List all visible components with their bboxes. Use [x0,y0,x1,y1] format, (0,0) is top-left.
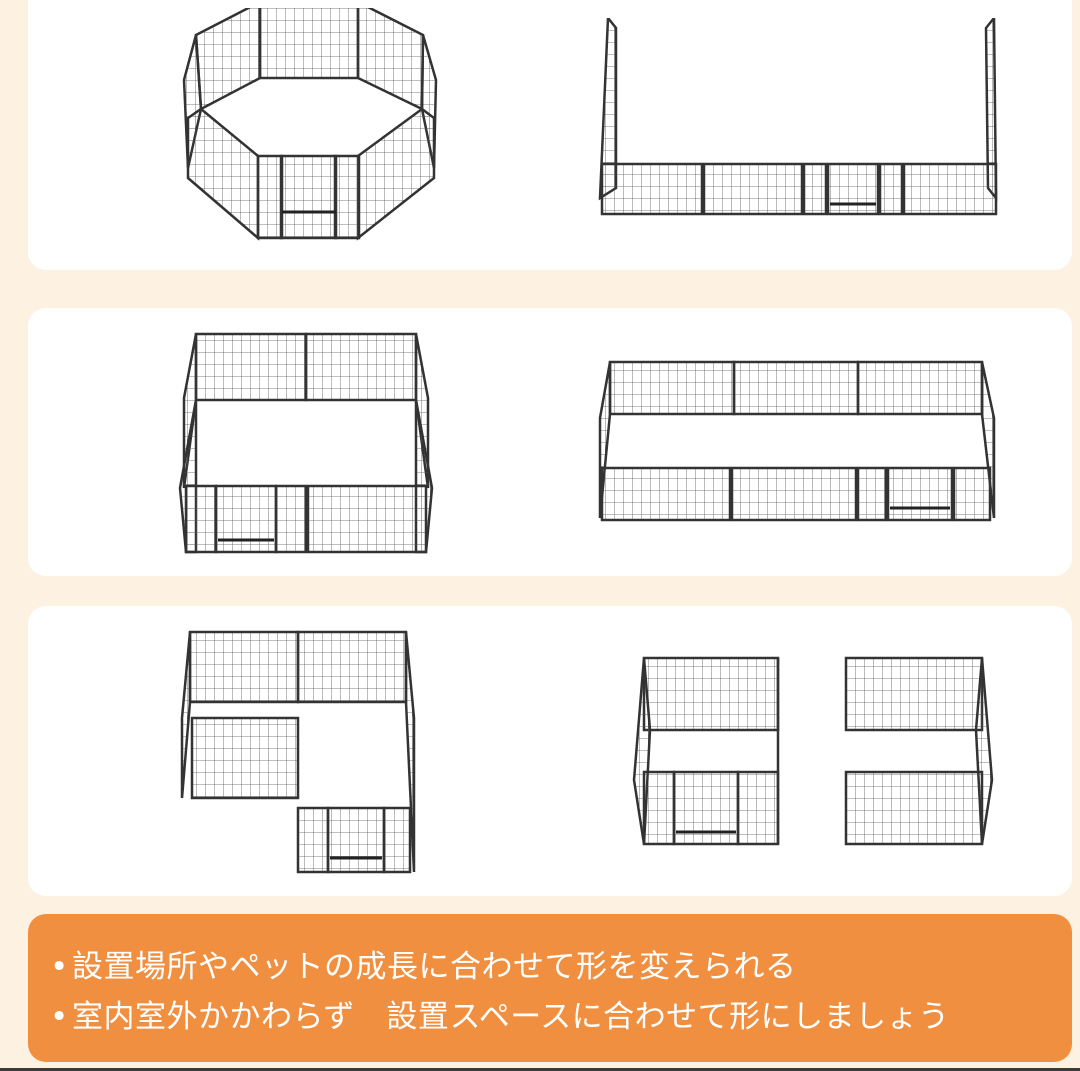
feature-banner: •設置場所やペットの成長に合わせて形を変えられる •室内室外かかわらず 設置スペ… [28,914,1072,1062]
bullet-icon: • [50,999,69,1035]
feature-line-1: •設置場所やペットの成長に合わせて形を変えられる [50,942,1072,992]
l-shape-pen-illustration [180,630,416,874]
layout-panel-row-1 [28,0,1072,270]
feature-line-2: •室内室外かかわらず 設置スペースに合わせて形にしましょう [50,992,1072,1042]
feature-text-1: 設置場所やペットの成長に合わせて形を変えられる [72,949,797,985]
rectangle-pen-illustration [598,360,996,522]
bottom-edge [0,1068,1080,1071]
layout-panel-row-3 [28,606,1072,896]
feature-text-2: 室内室外かかわらず 設置スペースに合わせて形にしましょう [72,999,950,1035]
bullet-icon: • [50,949,69,985]
layout-panel-row-2 [28,308,1072,576]
square-pen-illustration [178,332,434,554]
two-small-pens-illustration [632,656,994,846]
octagon-pen-illustration [182,8,438,241]
u-shape-pen-illustration [598,18,998,216]
